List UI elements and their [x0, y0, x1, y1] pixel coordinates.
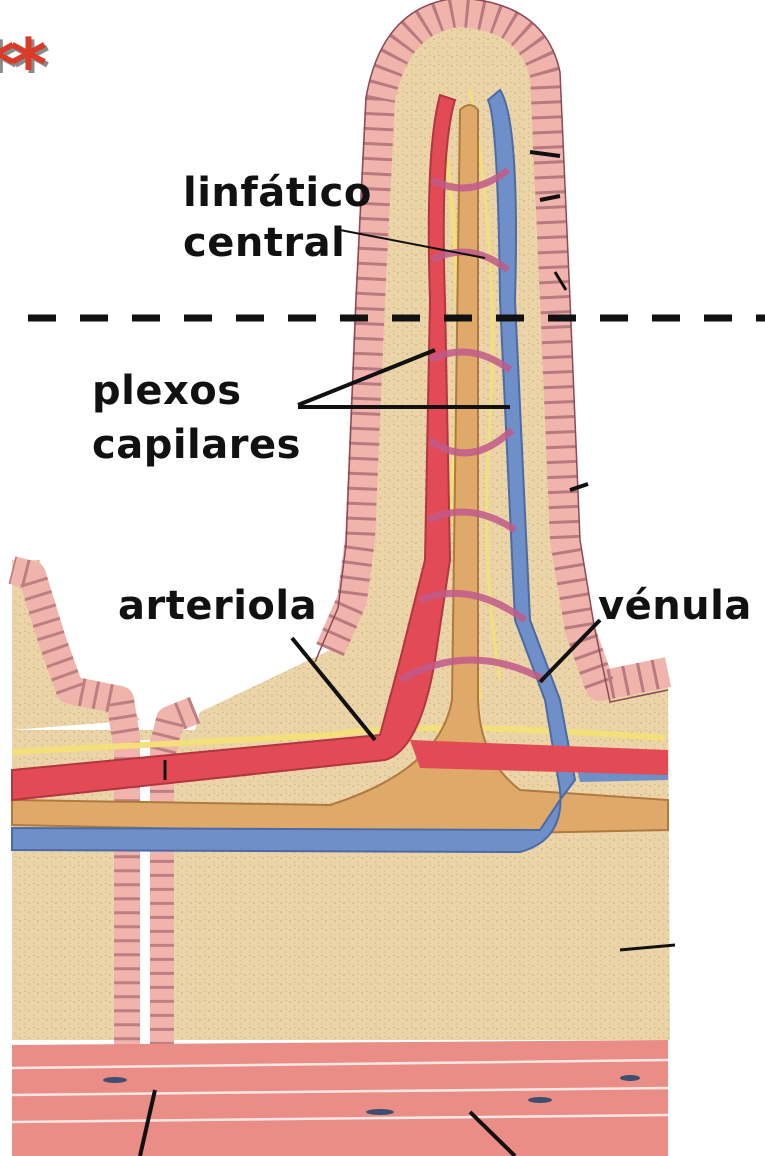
plexos-line1: plexos	[92, 370, 301, 412]
stars-label: **	[0, 28, 41, 104]
venula-label: vénula	[598, 585, 752, 627]
plexos-line2: capilares	[92, 424, 301, 466]
muscularis	[12, 1040, 668, 1156]
linfatico-label: linfático central	[183, 172, 372, 264]
arteriola-label: arteriola	[118, 585, 317, 627]
plexos-label: plexos capilares	[92, 370, 301, 466]
linfatico-line1: linfático	[183, 172, 372, 214]
linfatico-line2: central	[183, 222, 372, 264]
